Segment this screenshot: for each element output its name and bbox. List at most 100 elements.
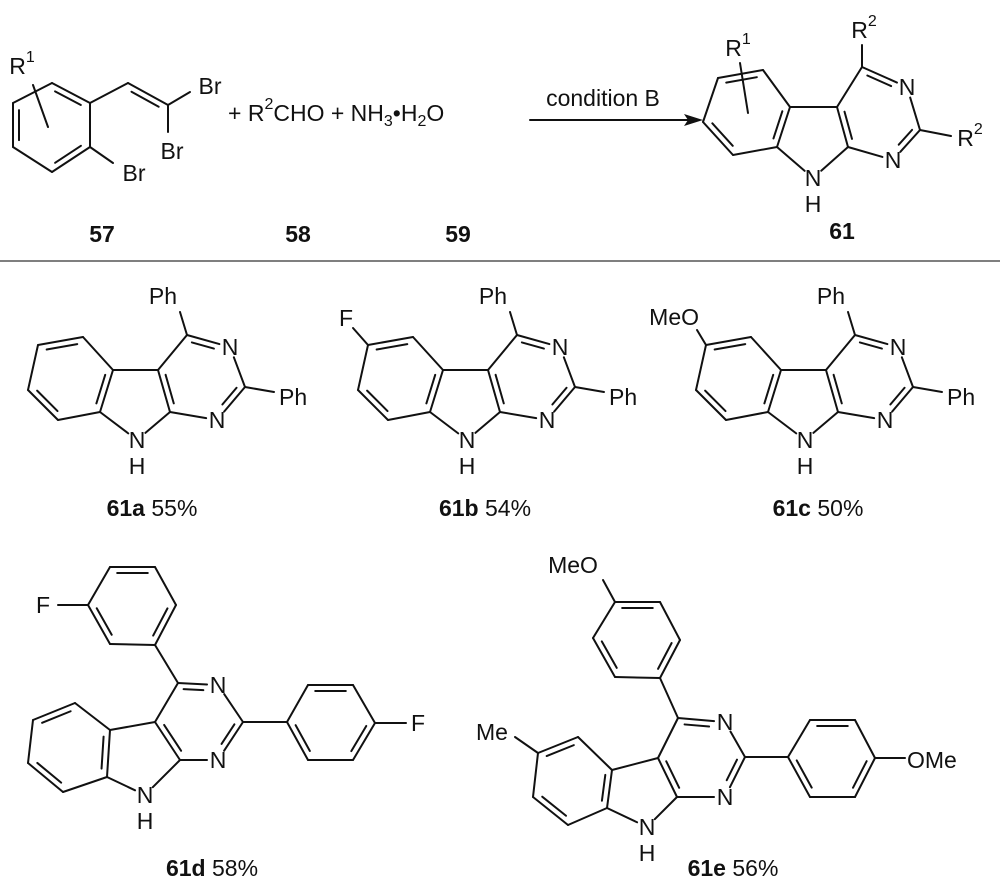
n1-c9a-bond: [499, 411, 538, 420]
compound-59-label: 59: [445, 221, 471, 247]
c2-substituent-bond: [244, 386, 275, 393]
benzene-ring-bond: [106, 729, 111, 778]
c4b-c4-bond: [154, 682, 179, 723]
nh-hydrogen-label: H: [805, 191, 822, 217]
c9a-n9-bond: [474, 411, 501, 434]
c4b-c9a-bond: [657, 757, 678, 798]
n1-atom-label: N: [539, 407, 556, 433]
benzene-ring-bond: [606, 769, 613, 809]
fluoro-label: F: [411, 710, 425, 736]
n1-c9a-bond: [169, 411, 208, 420]
benzene-ring-double-bond: [54, 90, 82, 106]
benzene-ring-bond: [717, 69, 764, 79]
c4-n3-bond: [854, 334, 889, 346]
benzene-ring-bond: [37, 336, 84, 346]
methoxy-label: OMe: [907, 747, 957, 773]
alkene-bond: [127, 82, 169, 106]
benzene-ring-double-bond: [375, 343, 409, 351]
c2-n1-double-bond: [220, 723, 236, 745]
c4-n3-bond: [186, 334, 221, 346]
c2-substituent-bond: [574, 386, 605, 393]
fluorophenyl-ring-bond: [109, 643, 156, 646]
nh-hydrogen-label: H: [137, 808, 154, 834]
benzene-ring-double-bond: [425, 373, 437, 405]
benzene-ring-bond: [702, 121, 734, 156]
benzene-ring-double-bond: [704, 389, 727, 413]
compound-yield: 55%: [151, 495, 197, 521]
benzene-ring-bond: [32, 702, 76, 721]
benzene-ring-bond: [27, 389, 59, 421]
benzene-ring-double-bond: [41, 710, 72, 724]
benzene-ring-double-bond: [713, 343, 747, 351]
c4b-c4-bond: [157, 334, 188, 371]
c2-phenyl-label: Ph: [279, 384, 307, 410]
fluoro-label: F: [339, 305, 353, 331]
benzene-ring-bond: [357, 344, 369, 391]
methoxyphenyl-ring-bond: [787, 719, 811, 758]
r-letter: R: [725, 35, 742, 61]
c4b-c4-bond: [487, 334, 518, 371]
benzene-ring-bond: [387, 411, 431, 421]
n3-atom-label: N: [890, 334, 907, 360]
compound-label: 61a 55%: [107, 495, 198, 521]
nh-hydrogen-label: H: [639, 840, 656, 866]
benzene-ring-bond: [27, 762, 64, 793]
methoxyphenyl-ring-bond: [592, 601, 616, 639]
c4-n3-bond: [177, 682, 209, 686]
methoxyphenyl-ring-bond: [787, 756, 811, 798]
n1-atom-label: N: [717, 784, 734, 810]
benzene-ring-double-bond: [772, 110, 784, 140]
benzene-ring-bond: [412, 336, 444, 371]
c4-n3-double-bond: [520, 341, 545, 350]
benzene-ring-bond: [702, 77, 719, 123]
benzene-ring-bond: [762, 69, 791, 108]
compound-yield: 50%: [817, 495, 863, 521]
n3-c2-bond: [232, 356, 246, 388]
benzene-ring-bond: [74, 702, 111, 731]
c4-phenyl-label: Ph: [149, 283, 177, 309]
benzene-ring-double-bond: [36, 761, 63, 784]
superscript: 1: [742, 31, 751, 48]
c2-n1-bond: [899, 129, 921, 153]
benzene-ring-bond: [27, 344, 39, 391]
c4a-c4b-bond: [109, 721, 156, 731]
superscript: 2: [974, 121, 983, 138]
n9-atom-label: N: [797, 427, 814, 453]
fluorophenyl-ring-bond: [154, 566, 177, 606]
br-label: Br: [123, 160, 146, 186]
r2-label: R2: [851, 13, 877, 43]
reagent-segment: CHO + NH: [273, 100, 384, 126]
n3-c2-bond: [223, 693, 244, 723]
fluorophenyl-ring-double-bond: [152, 607, 169, 637]
r-letter: R: [851, 17, 868, 43]
methyl-label: Me: [476, 719, 508, 745]
fluorophenyl-ring-double-bond: [294, 724, 311, 752]
br-label: Br: [199, 73, 222, 99]
c9a-n9-bond: [653, 796, 678, 821]
benzene-ring-bond: [750, 336, 782, 371]
c4b-c9a-bond: [154, 721, 181, 761]
compound-id: 61a: [107, 495, 152, 521]
c-br-bond: [167, 91, 191, 106]
compound-id: 61c: [773, 495, 818, 521]
benzene-ring-bond: [27, 719, 34, 764]
reagent-segment: 2: [264, 96, 273, 113]
n9-atom-label: N: [459, 427, 476, 453]
benzene-ring-bond: [82, 336, 114, 371]
fluorophenyl-ring-bond: [286, 684, 309, 723]
benzene-ring-bond: [99, 369, 114, 413]
c2-n1-bond: [728, 756, 746, 789]
r1-substituent-bond: [739, 62, 749, 114]
compound-id: 61e: [688, 855, 733, 881]
compound-yield: 56%: [732, 855, 778, 881]
c4b-c4-bond: [825, 334, 856, 371]
benzene-ring-bond: [732, 146, 778, 156]
benzene-ring-double-bond: [541, 795, 568, 817]
c8a-n9-bond: [429, 411, 460, 435]
c2-n1-double-bond: [221, 386, 238, 406]
